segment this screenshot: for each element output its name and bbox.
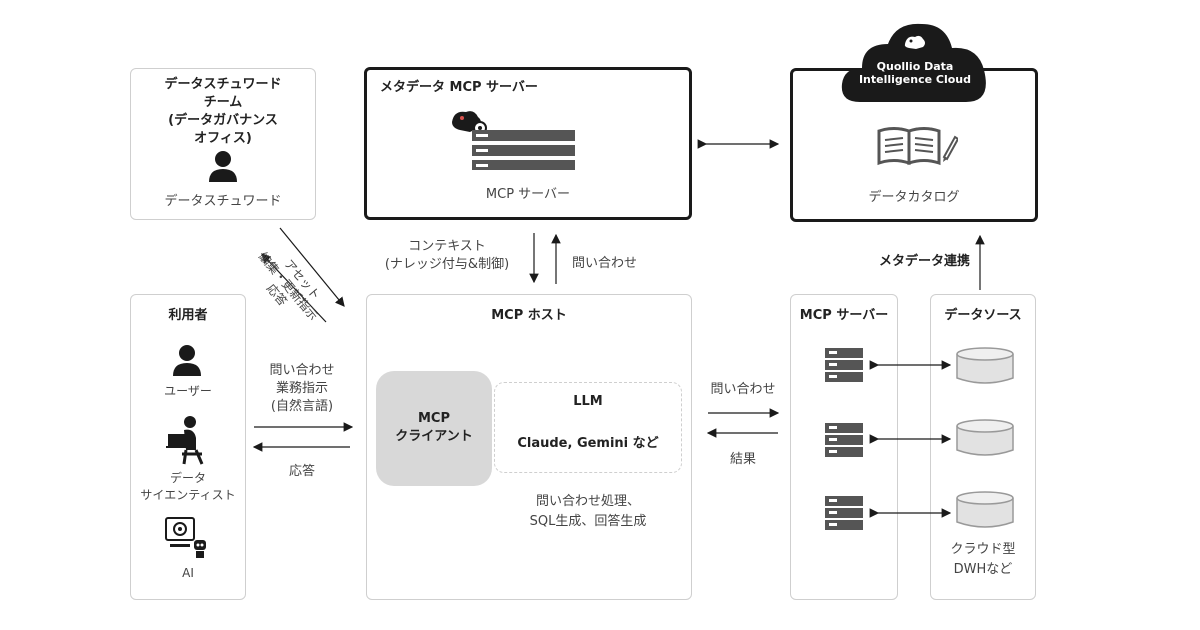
scientist-line-2: サイエンティスト xyxy=(140,488,236,502)
mcp-host-title: MCP ホスト xyxy=(491,308,567,323)
cloud-line-1: Quollio Data xyxy=(876,60,954,73)
steward-edit-label: アセット 編集・更新指示 xyxy=(255,240,336,328)
llm-block xyxy=(494,382,682,473)
metadata-server-title: メタデータ MCP サーバー xyxy=(380,80,538,95)
quollio-cloud-name: Quollio Data Intelligence Cloud xyxy=(838,60,992,86)
data-catalog-label: データカタログ xyxy=(868,190,960,205)
data-steward-team-box xyxy=(130,68,316,220)
steward-person-label: データスチュワード xyxy=(164,194,282,209)
quollio-logo-icon xyxy=(904,35,925,49)
mcp-servers-title: MCP サーバー xyxy=(799,308,889,323)
client-line-1: MCP xyxy=(417,411,450,426)
steward-title-line-2: チーム xyxy=(203,95,243,110)
inquiry-up-label: 問い合わせ xyxy=(572,256,638,271)
process-line-1: 問い合わせ処理、 xyxy=(535,494,640,509)
user-label: ユーザー xyxy=(164,384,212,398)
llm-title: LLM xyxy=(573,394,603,409)
user-request-label: 問い合わせ 業務指示 (自然言語) xyxy=(250,362,354,416)
mcp-client-label: MCP クライアント xyxy=(376,410,492,446)
data-scientist-icon xyxy=(166,416,204,465)
metadata-server-label: MCP サーバー xyxy=(485,187,571,202)
steward-title-line-4: オフィス) xyxy=(194,131,252,146)
context-line-2: (ナレッジ付与&制御) xyxy=(384,257,510,272)
server-icon xyxy=(825,423,863,457)
steward-team-title: データスチュワード チーム (データガバナンス オフィス) xyxy=(130,76,316,148)
catalog-book-icon xyxy=(877,127,958,166)
data-scientist-label: データ サイエンティスト xyxy=(130,470,246,504)
dwh-line-2: DWHなど xyxy=(953,562,1013,577)
database-icon xyxy=(956,491,1014,528)
user-request-line-2: 業務指示 xyxy=(275,381,328,396)
ai-label: AI xyxy=(182,566,194,580)
server-icon xyxy=(825,496,863,530)
mcp-client-block xyxy=(376,371,492,486)
steward-title-line-3: (データガバナンス xyxy=(168,113,278,128)
dwh-label: クラウド型 DWHなど xyxy=(930,540,1036,580)
context-label: コンテキスト (ナレッジ付与&制御) xyxy=(372,238,522,274)
context-line-1: コンテキスト xyxy=(408,239,486,254)
host-process-label: 問い合わせ処理、 SQL生成、回答生成 xyxy=(494,492,682,532)
host-result-label: 結果 xyxy=(729,452,756,467)
host-inquiry-label: 問い合わせ xyxy=(710,382,776,397)
metadata-link-label: メタデータ連携 xyxy=(878,254,970,269)
server-icon xyxy=(825,348,863,382)
data-sources-title: データソース xyxy=(944,308,1022,323)
user-request-line-1: 問い合わせ xyxy=(269,363,335,378)
database-icon xyxy=(956,419,1014,456)
database-icon xyxy=(956,347,1014,384)
cloud-shape xyxy=(841,23,986,103)
cloud-line-2: Intelligence Cloud xyxy=(858,73,972,86)
user-request-line-3: (自然言語) xyxy=(270,399,334,414)
person-icon xyxy=(209,151,237,182)
llm-models: Claude, Gemini など xyxy=(517,436,659,451)
metadata-mcp-server-box xyxy=(364,67,692,220)
process-line-2: SQL生成、回答生成 xyxy=(529,514,647,529)
user-response-label: 応答 xyxy=(288,464,315,479)
ai-robot-icon xyxy=(165,517,206,558)
steward-title-line-1: データスチュワード xyxy=(164,77,282,92)
users-title: 利用者 xyxy=(168,308,208,323)
dwh-line-1: クラウド型 xyxy=(950,542,1016,557)
scientist-line-1: データ xyxy=(169,471,206,485)
server-rack-icon xyxy=(452,111,575,170)
client-line-2: クライアント xyxy=(395,429,473,444)
person-icon xyxy=(173,345,201,376)
